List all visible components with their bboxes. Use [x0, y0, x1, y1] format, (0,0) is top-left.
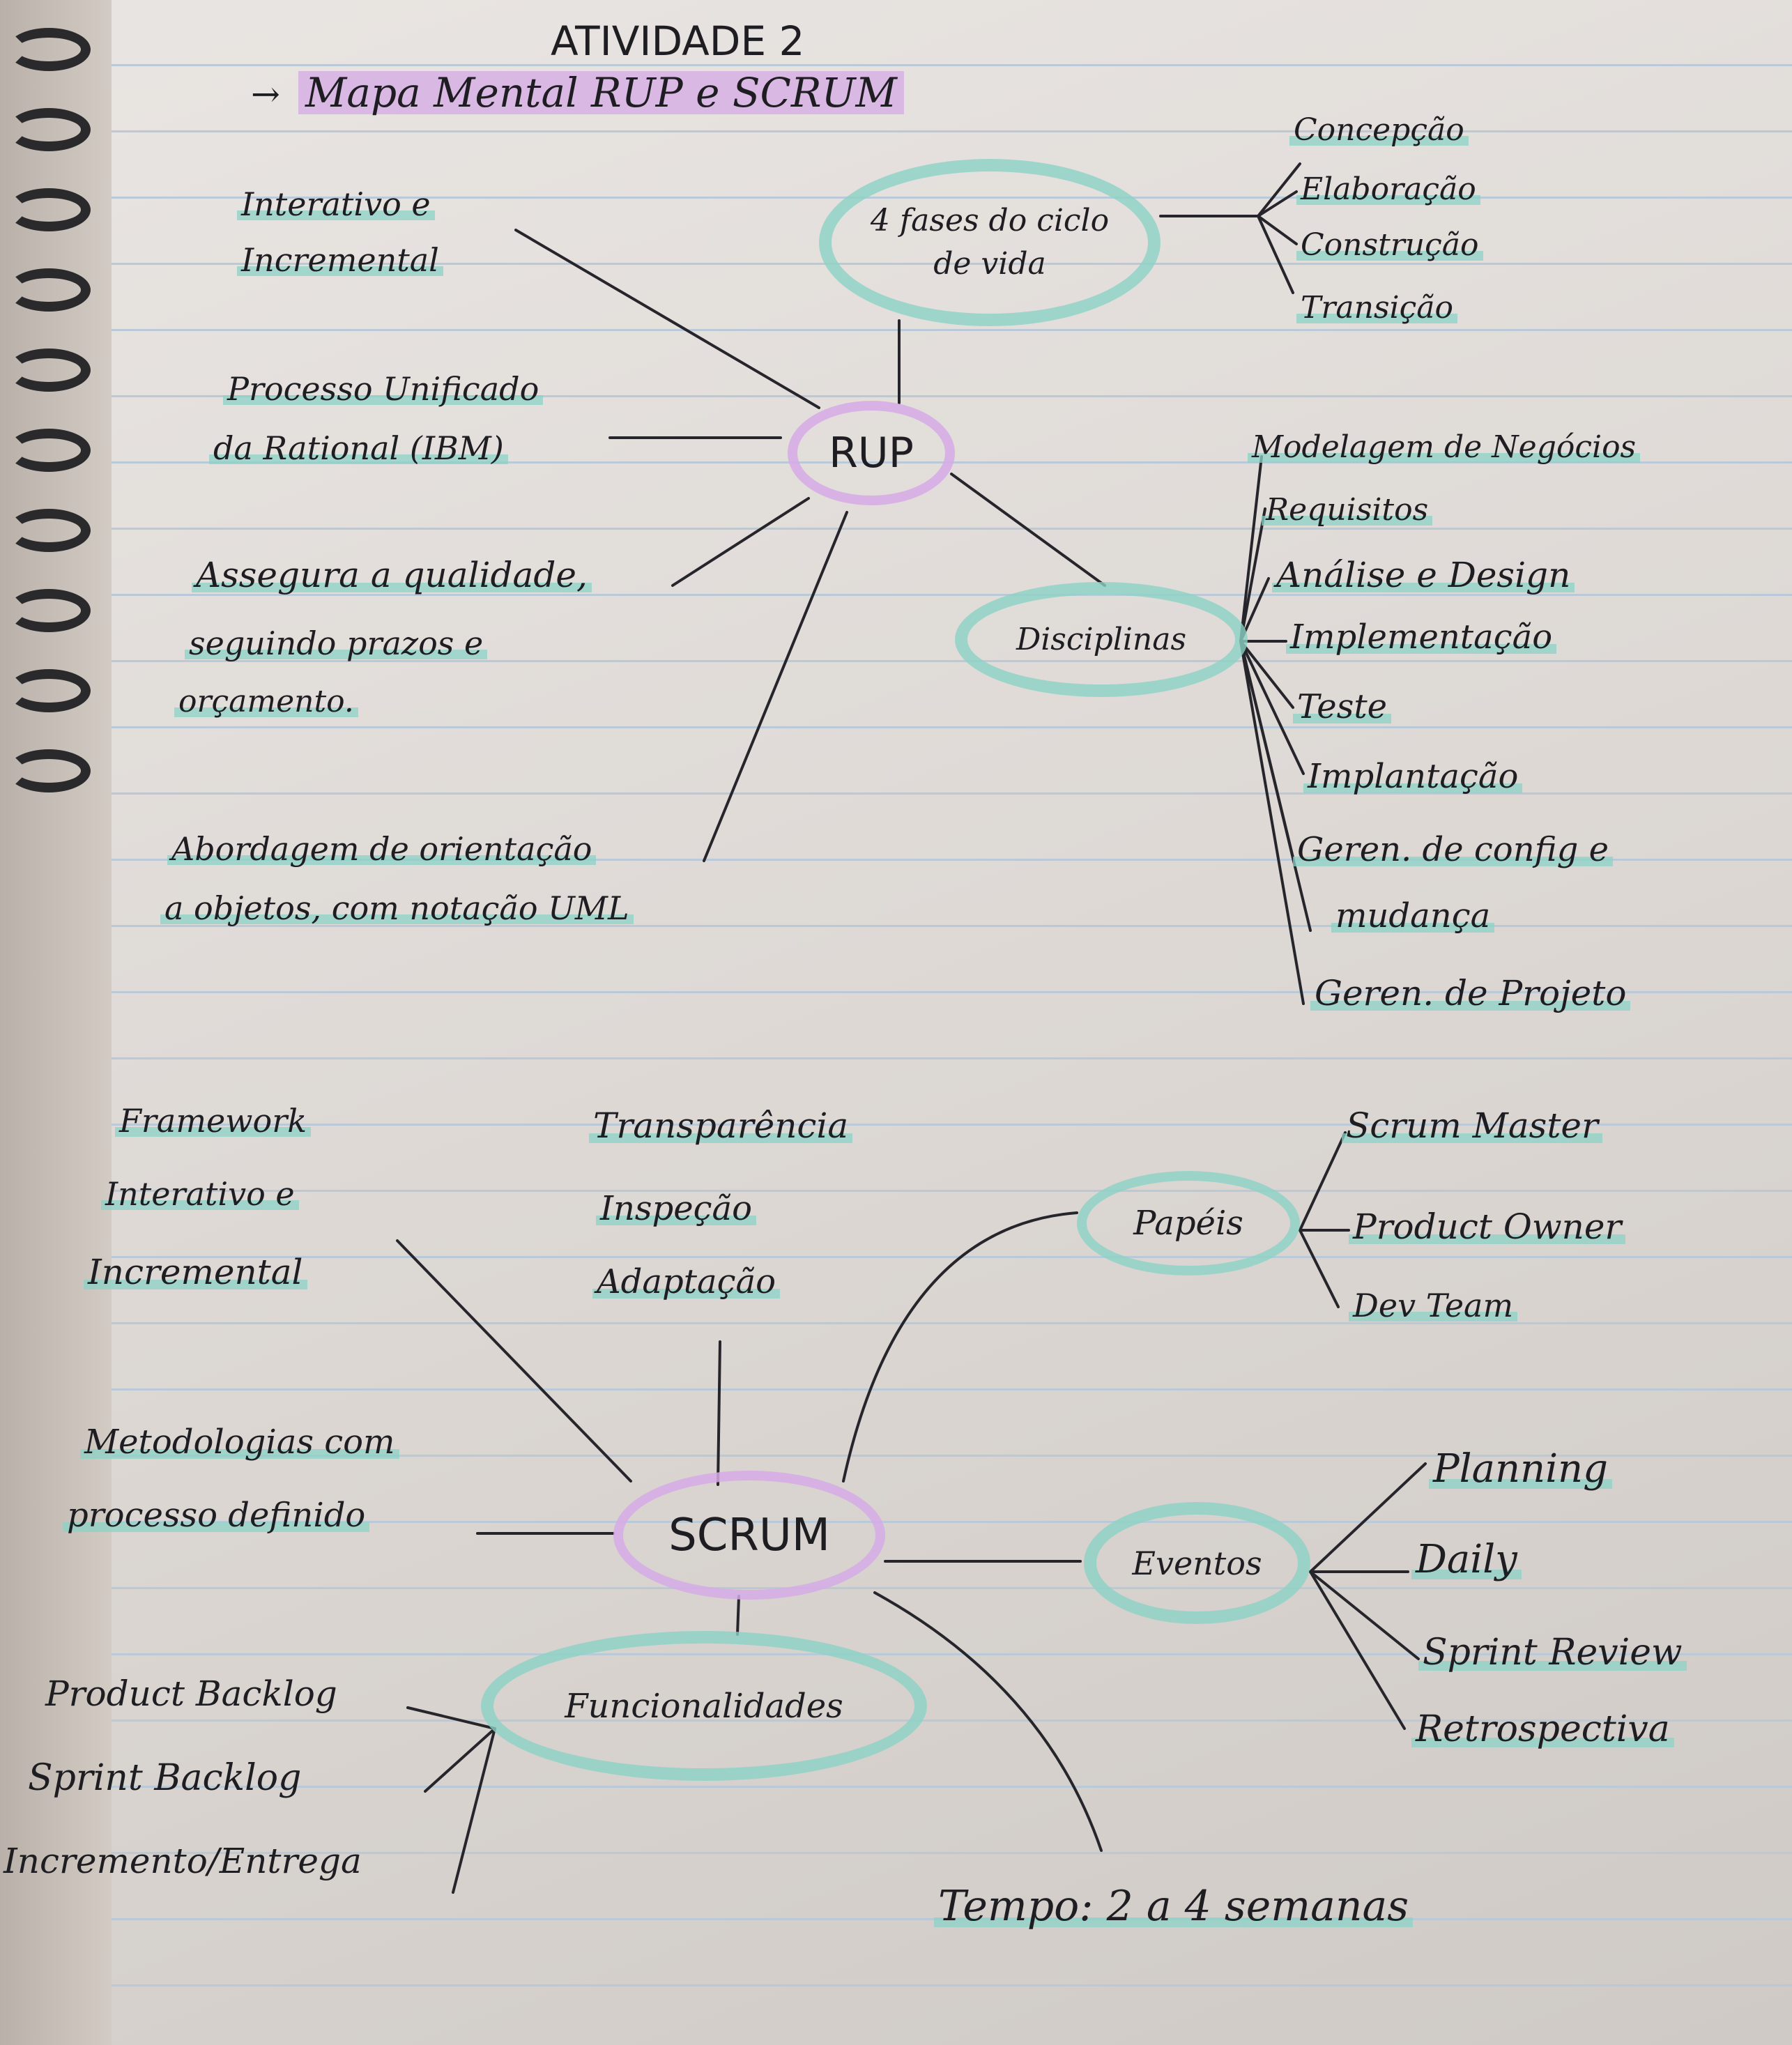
discipline-item: Implementação: [1286, 620, 1557, 654]
rup-note-quality: Assegura a qualidade,: [192, 558, 592, 592]
rup-note-objects: Abordagem de orientação: [167, 833, 597, 865]
phase-item: Construção: [1296, 230, 1483, 261]
role-item: Dev Team: [1349, 1289, 1518, 1322]
rup-note-iterative: Incremental: [237, 244, 443, 276]
scrum-center-node: SCRUM: [613, 1471, 885, 1600]
rup-center-label: RUP: [829, 429, 914, 477]
discipline-item: Análise e Design: [1272, 558, 1575, 592]
scrum-note-framework: Framework: [115, 1105, 312, 1137]
discipline-item: Requisitos: [1262, 495, 1433, 526]
page-title: ATIVIDADE 2: [551, 17, 805, 65]
rup-note-quality: seguindo prazos e: [185, 627, 488, 659]
rup-note-quality: orçamento.: [174, 687, 358, 717]
rup-note-unified: da Rational (IBM): [209, 432, 508, 464]
features-node-label: Funcionalidades: [565, 1686, 843, 1726]
features-node: Funcionalidades: [481, 1631, 927, 1781]
event-item: Retrospectiva: [1411, 1711, 1674, 1747]
phase-item: Concepção: [1289, 115, 1469, 146]
event-item: Sprint Review: [1418, 1634, 1687, 1671]
phases-node-label: 4 fases do ciclo de vida: [870, 203, 1110, 282]
phase-item: Elaboração: [1296, 174, 1480, 205]
feature-item: Product Backlog: [45, 1673, 337, 1714]
scrum-note-iterative: Incremental: [84, 1255, 307, 1289]
role-item: Scrum Master: [1342, 1108, 1602, 1143]
spiral-binding: [0, 0, 112, 2045]
feature-item: Sprint Backlog: [28, 1757, 302, 1799]
sprint-time: Tempo: 2 a 4 semanas: [934, 1885, 1414, 1927]
rup-note-unified: Processo Unificado: [223, 373, 544, 405]
rup-note-iterative: Interativo e: [237, 188, 435, 220]
rup-note-objects: a objetos, com notação UML: [160, 892, 634, 924]
event-item: Daily: [1411, 1540, 1522, 1579]
scrum-note-iterative: Interativo e: [101, 1178, 299, 1210]
discipline-item: mudança: [1331, 899, 1495, 933]
discipline-item: Modelagem de Negócios: [1248, 432, 1641, 463]
roles-node-label: Papéis: [1133, 1204, 1243, 1243]
subtitle-arrow: →: [251, 74, 280, 114]
phases-node: 4 fases do ciclo de vida: [819, 159, 1161, 326]
rup-center-node: RUP: [788, 401, 955, 505]
events-node-label: Eventos: [1132, 1544, 1262, 1582]
discipline-item: Geren. de Projeto: [1310, 976, 1631, 1011]
disciplines-node: Disciplinas: [955, 582, 1248, 697]
pillar-item: Transparência: [589, 1108, 853, 1143]
feature-item: Incremento/Entrega: [3, 1841, 362, 1881]
discipline-item: Teste: [1293, 690, 1392, 723]
pillar-item: Adaptação: [592, 1265, 781, 1299]
scrum-center-label: SCRUM: [668, 1509, 830, 1561]
scrum-note-method: Metodologias com: [80, 1425, 399, 1459]
event-item: Planning: [1429, 1450, 1612, 1489]
disciplines-node-label: Disciplinas: [1016, 622, 1187, 657]
roles-node: Papéis: [1077, 1171, 1300, 1276]
pillar-item: Inspeção: [596, 1192, 757, 1225]
discipline-item: Implantação: [1303, 760, 1523, 793]
phase-item: Transição: [1296, 293, 1457, 323]
role-item: Product Owner: [1349, 1209, 1626, 1244]
discipline-item: Geren. de config e: [1293, 833, 1614, 866]
subtitle: Mapa Mental RUP e SCRUM: [298, 71, 904, 114]
events-node: Eventos: [1084, 1502, 1310, 1624]
scrum-note-method: processo definido: [63, 1499, 370, 1532]
